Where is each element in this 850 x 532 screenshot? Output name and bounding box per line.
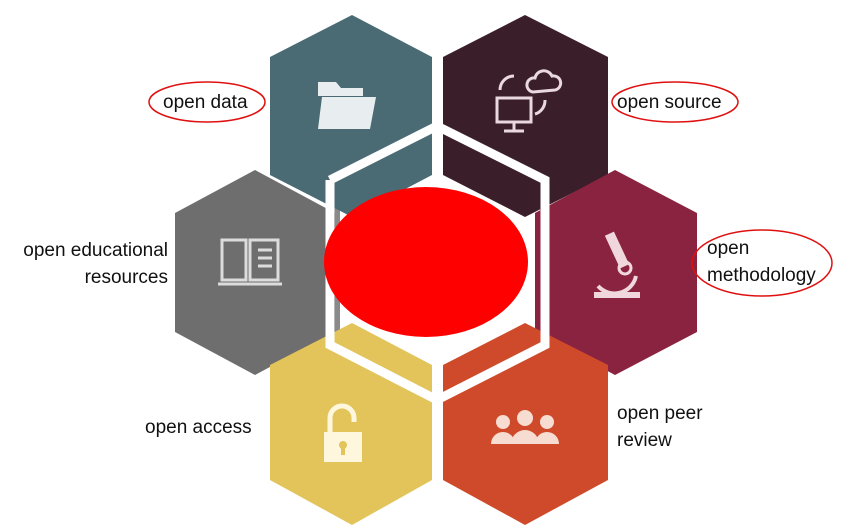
highlight-ring-open-source [611,81,739,123]
hexagon-open-methodology [535,170,697,375]
folder-icon [318,82,376,129]
highlight-ring-open-data [148,81,266,123]
label-open-educational-line2: resources [84,267,168,288]
label-open-data: open data [163,92,248,113]
hexagon-open-educational-resources [175,170,335,375]
ring-separator [325,120,550,406]
cloud-computer-sync-icon [495,69,563,133]
label-open-peer-review-line2: review [617,430,672,451]
group-people-icon [491,410,559,444]
hexagon-open-source [443,15,608,217]
microscope-icon [594,231,640,298]
highlight-ring-open-methodology [691,229,833,297]
book-icon [218,238,282,286]
label-open-peer-review-line1: open peer [617,403,703,424]
label-open-access: open access [145,417,252,438]
label-open-methodology-line2: methodology [707,265,816,286]
label-open-methodology-line1: open [707,238,750,259]
label-open-educational-line1: open educational [23,240,168,261]
label-open-source: open source [617,92,722,113]
unlocked-padlock-icon [324,403,362,462]
center-ellipse [324,187,528,337]
